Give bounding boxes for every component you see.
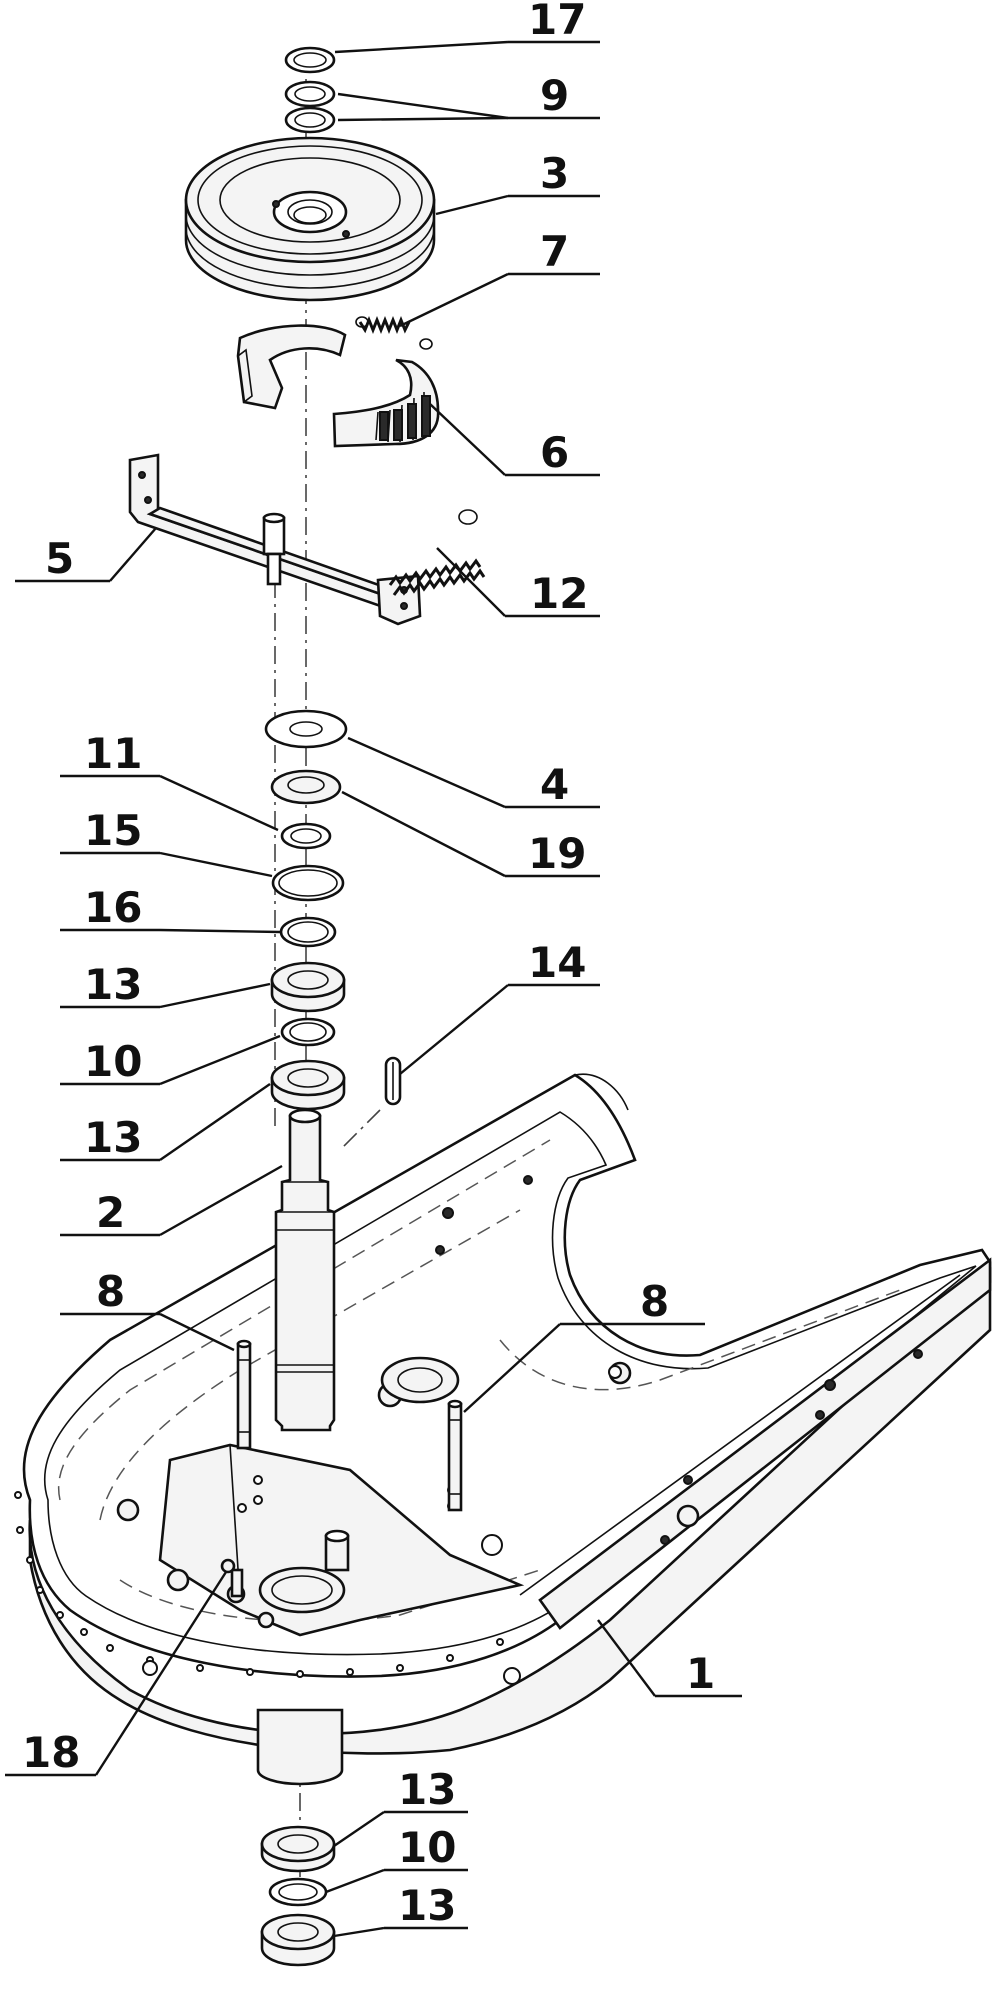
- ring-11: [280, 822, 332, 850]
- rings-9: [284, 80, 336, 134]
- callout-7: 7: [540, 227, 569, 276]
- spring-7: [355, 315, 433, 350]
- callout-14: 14: [528, 938, 586, 987]
- callout-1: 1: [686, 1649, 715, 1698]
- stud-8-left: [236, 1339, 252, 1450]
- callout-8a: 8: [96, 1267, 125, 1316]
- callout-17: 17: [528, 0, 586, 44]
- callout-13a: 13: [84, 960, 142, 1009]
- washer-19: [270, 769, 342, 805]
- callout-13d: 13: [398, 1881, 456, 1930]
- callout-5: 5: [45, 534, 74, 583]
- callout-13b: 13: [84, 1113, 142, 1162]
- spring-12: [388, 509, 486, 596]
- bearing-13-lower-b: [260, 1913, 336, 1967]
- callout-8b: 8: [640, 1277, 669, 1326]
- callout-15: 15: [84, 806, 142, 855]
- stud-8-right: [447, 1399, 463, 1512]
- bearing-13-lower-a: [260, 1825, 336, 1873]
- callout-4: 4: [540, 760, 569, 809]
- callout-labels: 17 9 3 7 6 5 12 4 11 19 15 16 13 14 10 1…: [22, 0, 715, 1930]
- circlip-16: [279, 916, 337, 948]
- bearing-13-middle: [270, 1059, 346, 1111]
- callout-16: 16: [84, 883, 142, 932]
- pin-18: [220, 1558, 244, 1598]
- ring-10-lower: [268, 1877, 328, 1907]
- callout-12: 12: [530, 569, 588, 618]
- callout-19: 19: [528, 829, 586, 878]
- brake-shoe-left: [236, 324, 347, 410]
- shaft-2: [274, 1108, 336, 1432]
- washer-4: [264, 709, 348, 749]
- bracket-5: [128, 453, 422, 626]
- brake-shoe-right: [332, 358, 440, 448]
- callout-10a: 10: [84, 1037, 142, 1086]
- ring-17: [284, 46, 336, 74]
- callout-18: 18: [22, 1728, 80, 1777]
- key-axis: [339, 1109, 381, 1151]
- callout-13c: 13: [398, 1765, 456, 1814]
- callout-3: 3: [540, 149, 569, 198]
- housing-1: [14, 1073, 992, 1786]
- circlip-15: [271, 864, 345, 902]
- callout-10b: 10: [398, 1823, 456, 1872]
- callout-6: 6: [540, 428, 569, 477]
- pulley-3: [184, 136, 436, 302]
- leader-lines: [5, 40, 742, 1938]
- callout-2: 2: [96, 1188, 125, 1237]
- callout-11: 11: [84, 729, 142, 778]
- key-14: [384, 1056, 402, 1106]
- callout-9: 9: [540, 71, 569, 120]
- ring-10: [280, 1017, 336, 1047]
- bearing-13-upper: [270, 961, 346, 1013]
